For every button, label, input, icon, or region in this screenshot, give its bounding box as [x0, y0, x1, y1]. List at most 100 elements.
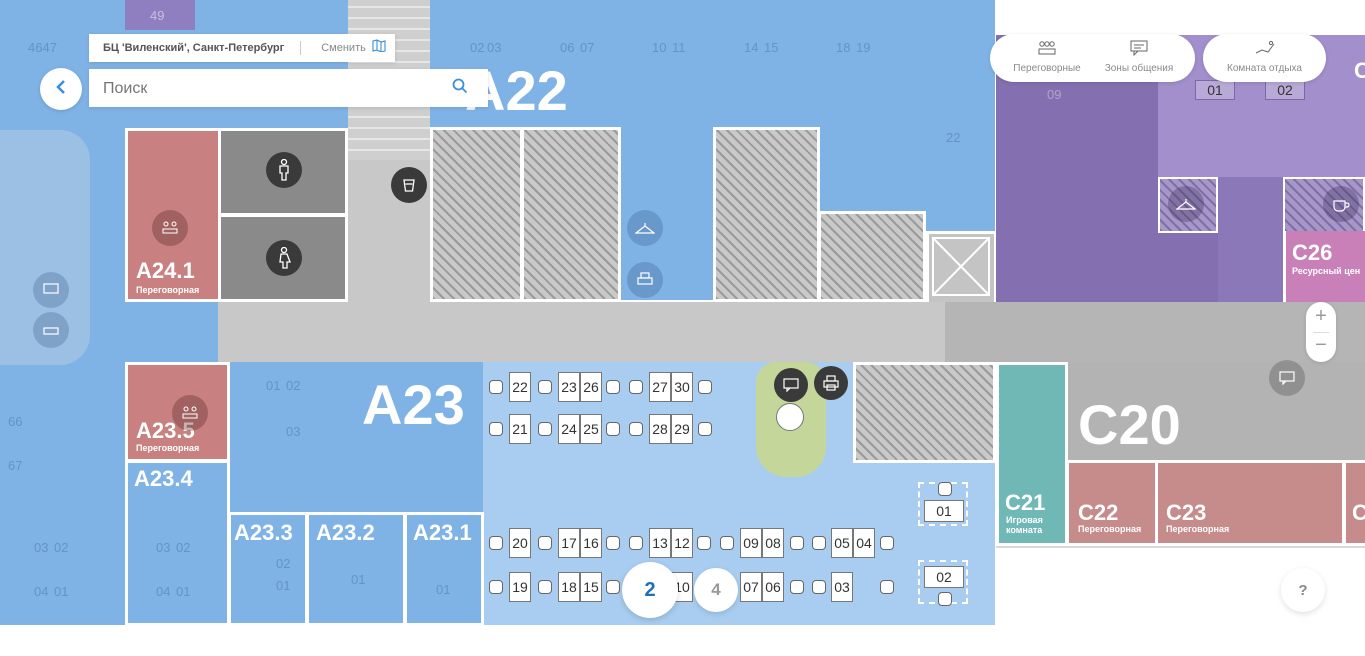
printer-icon	[33, 312, 69, 348]
room-a23-5-name: A23.5	[136, 418, 195, 443]
desk[interactable]: 29	[671, 414, 693, 444]
faded-desk-label: 03	[156, 540, 171, 555]
zoom-in-button[interactable]: +	[1315, 305, 1327, 327]
desk[interactable]: 25	[580, 414, 602, 444]
desk[interactable]: 30	[671, 372, 693, 402]
room-a23-4-name: A23.4	[134, 466, 193, 491]
hatched-block-3	[713, 127, 820, 302]
desk[interactable]: 17	[558, 528, 580, 558]
back-button[interactable]	[40, 68, 82, 110]
filter-chat-zones[interactable]: Зоны общения	[1096, 40, 1182, 74]
meeting-room-icon	[172, 395, 208, 431]
meeting-room-icon	[152, 210, 188, 246]
chat-icon	[1269, 360, 1305, 396]
room-a24-1[interactable]	[125, 128, 221, 302]
desk[interactable]: 13	[649, 528, 671, 558]
desk[interactable]: 03	[831, 572, 853, 602]
help-button[interactable]: ?	[1281, 568, 1325, 612]
faded-desk-label: 14	[744, 40, 759, 55]
desk[interactable]: 23	[558, 372, 580, 402]
chair	[720, 536, 734, 550]
room-a23-1-name: A23.1	[413, 520, 472, 545]
faded-desk-label: 04	[34, 584, 49, 599]
desk[interactable]: 20	[509, 528, 531, 558]
room-a23-5[interactable]	[125, 362, 230, 462]
divider	[300, 41, 302, 55]
filter-lounge[interactable]: Комната отдыха	[1203, 34, 1326, 82]
desk[interactable]: 18	[558, 572, 580, 602]
corridor-east	[945, 302, 1365, 362]
divider	[1313, 332, 1329, 333]
desk[interactable]: 07	[740, 572, 762, 602]
hatched-block-1	[430, 127, 523, 302]
faded-desk-label: 19	[856, 40, 871, 55]
room-a23-1[interactable]	[404, 512, 484, 626]
desk[interactable]: 21	[509, 414, 531, 444]
room-c26-name: C26	[1292, 240, 1333, 265]
chair	[489, 536, 503, 550]
lounge-icon	[1254, 40, 1276, 60]
desk[interactable]: 08	[762, 528, 784, 558]
room-a23-5-type: Переговорная	[136, 443, 200, 453]
desk[interactable]: 09	[740, 528, 762, 558]
desk[interactable]: 27	[649, 372, 671, 402]
desk[interactable]: 16	[580, 528, 602, 558]
floor-button-active[interactable]: 2	[622, 562, 678, 618]
hanger-icon	[627, 210, 663, 246]
room-c22[interactable]	[1066, 460, 1158, 546]
faded-desk-c-top: 09	[1047, 87, 1062, 102]
room-c21-name: C21	[1005, 490, 1046, 515]
desk[interactable]: 04	[853, 528, 875, 558]
change-location-button[interactable]: Сменить	[321, 42, 366, 54]
chair	[880, 580, 894, 594]
desk-02[interactable]: 02	[924, 566, 964, 588]
desk[interactable]: 05	[831, 528, 853, 558]
filter-meeting-rooms[interactable]: Переговорные	[1004, 40, 1090, 74]
faded-desk-label: 01	[266, 378, 281, 393]
room-c26[interactable]	[1283, 231, 1365, 302]
trash-bin-icon	[391, 167, 427, 203]
desk[interactable]: 15	[580, 572, 602, 602]
hatched-block-4	[818, 211, 926, 302]
chat-zone-icon[interactable]	[774, 368, 808, 402]
chair	[938, 482, 952, 496]
lounge-area-left	[0, 130, 90, 365]
search-input[interactable]	[89, 69, 455, 109]
chair	[938, 592, 952, 606]
filter-label: Переговорные	[1013, 63, 1081, 74]
faded-desk-label: 02	[176, 540, 191, 555]
desk-c-02[interactable]: 02	[1265, 80, 1305, 100]
printer-icon	[627, 262, 663, 298]
faded-desk-label: 01	[436, 582, 451, 597]
desk-01[interactable]: 01	[924, 500, 964, 522]
room-c23[interactable]	[1155, 460, 1345, 546]
zoom-out-button[interactable]: −	[1315, 334, 1327, 356]
desk[interactable]: 12	[671, 528, 693, 558]
coffee-icon	[1323, 186, 1359, 222]
filter-group: Переговорные Зоны общения	[990, 34, 1195, 82]
chair	[697, 536, 711, 550]
cloakroom	[1158, 177, 1218, 233]
search-icon[interactable]	[452, 78, 468, 99]
desk[interactable]: 19	[509, 572, 531, 602]
zone-label-a23: A23	[362, 373, 465, 436]
desk[interactable]: 28	[649, 414, 671, 444]
floor-button[interactable]: 4	[694, 568, 738, 612]
desk[interactable]: 06	[762, 572, 784, 602]
room-c21[interactable]	[996, 362, 1068, 546]
faded-desk-label: 15	[764, 40, 779, 55]
desk-c-01[interactable]: 01	[1195, 80, 1235, 100]
room-c23-type: Переговорная	[1166, 524, 1230, 534]
printer-icon[interactable]	[814, 366, 848, 400]
desk[interactable]: 26	[580, 372, 602, 402]
faded-desk-label: 07	[580, 40, 595, 55]
desk[interactable]: 24	[558, 414, 580, 444]
faded-desk-label: 22	[946, 130, 961, 145]
round-table	[776, 403, 804, 431]
faded-desk-label: 10	[652, 40, 667, 55]
location-bar: БЦ 'Виленский', Санкт-Петербург Сменить	[89, 34, 395, 62]
desk[interactable]: 22	[509, 372, 531, 402]
chair	[790, 580, 804, 594]
faded-desk-label: 01	[351, 572, 366, 587]
